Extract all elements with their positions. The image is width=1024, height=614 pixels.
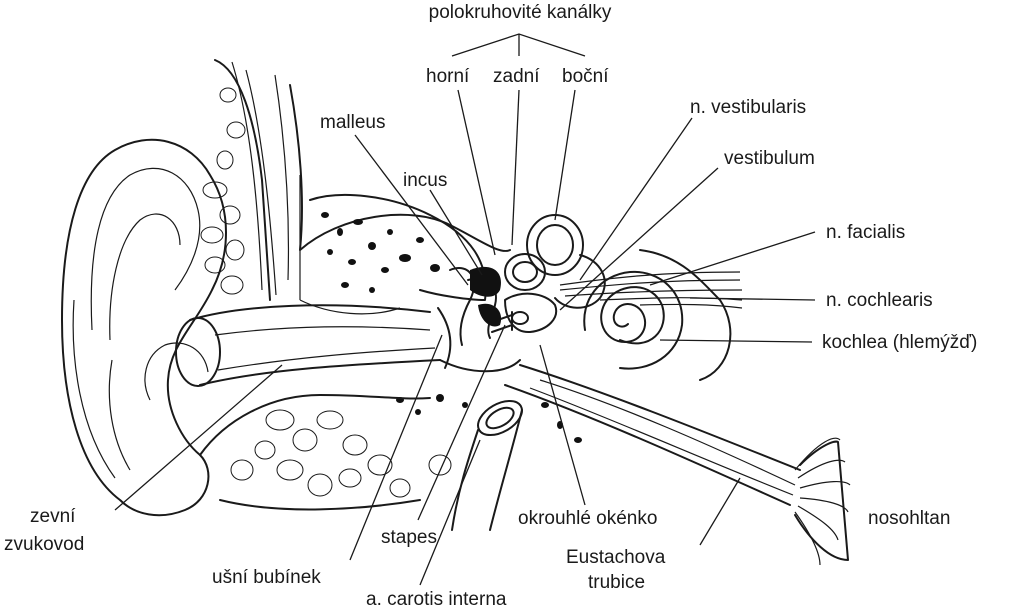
label-nasopharynx: nosohltan [868,508,950,529]
leader-cochlea [659,339,813,343]
label-n-facialis: n. facialis [826,222,905,243]
label-carotid: a. carotis interna [366,589,507,609]
cochlea-shape [583,270,684,370]
labels: polokruhovité kanálky horní zadní boční … [4,2,977,610]
soft-tissue [200,87,452,498]
leader-round-window [539,344,586,506]
leader-bocni [554,89,576,221]
eustachian-tube-shape [504,364,801,506]
label-eardrum: ušní bubínek [212,567,321,588]
label-canal-lateral: boční [562,66,609,87]
temporal-bone [214,59,511,301]
semicircular-canals-shape [504,214,606,309]
leader-n-cochlearis [689,297,816,301]
leader-eustachian [699,477,741,546]
leader-zadni [511,89,520,246]
leader-lines [114,33,816,586]
malleus-shape [449,267,475,346]
leader-meatus [114,364,283,511]
ear-canal [189,304,441,386]
label-n-vestibularis: n. vestibularis [690,97,806,118]
label-canal-posterior: zadní [493,66,540,87]
label-eustachian-line2: trubice [588,572,645,593]
label-malleus: malleus [320,112,385,133]
label-eustachian-line1: Eustachova [566,547,666,568]
leader-malleus [354,134,469,286]
label-meatus-line2: zvukovod [4,534,84,555]
bone-porosity [321,212,582,443]
label-cochlea: kochlea (hlemýžď) [822,332,977,353]
label-vestibulum: vestibulum [724,148,815,169]
nasopharynx-shape [794,437,851,566]
leader-eardrum [349,334,443,561]
leader-vestibulum [559,167,719,311]
leader-n-vestibularis [579,117,693,281]
label-canal-superior: horní [426,66,470,87]
eardrum-shape [437,307,452,369]
ear-illustration [61,59,851,566]
label-round-window: okrouhlé okénko [518,508,657,529]
carotid-shape [451,399,523,531]
leader-stapes [417,324,506,521]
label-n-cochlearis: n. cochlearis [826,290,933,311]
vestibule-shape [504,292,558,334]
leader-n-facialis [649,231,816,286]
leader-horni [457,89,496,256]
label-stapes: stapes [381,527,437,548]
label-meatus-line1: zevní [30,506,76,527]
label-incus: incus [403,170,447,191]
label-semicircular-canals: polokruhovité kanálky [429,2,612,23]
auricle [61,138,227,517]
leader-incus [429,189,483,276]
leader-carotid [419,439,481,586]
